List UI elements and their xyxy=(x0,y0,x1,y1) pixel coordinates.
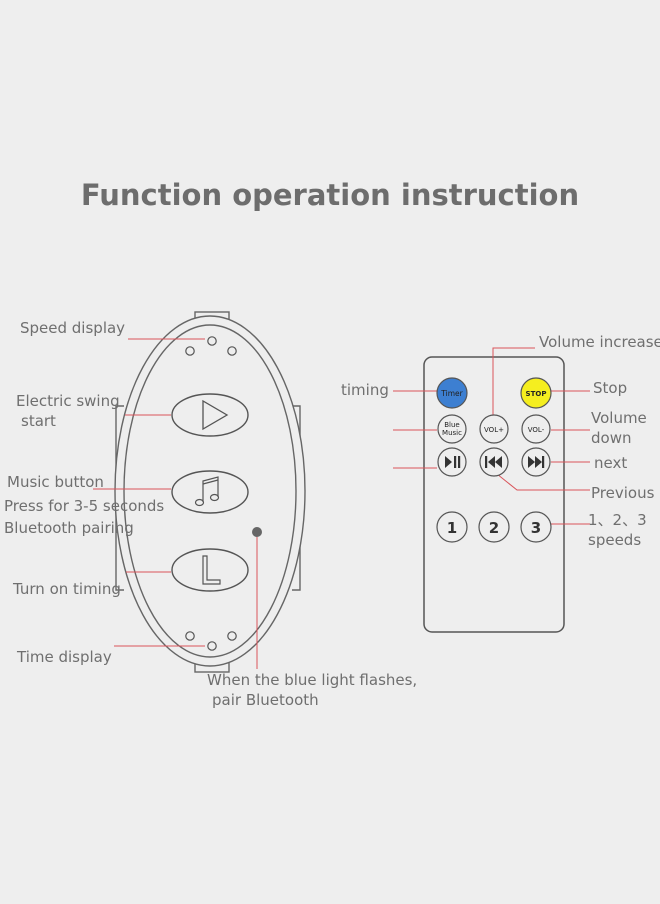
time-display-dots xyxy=(185,631,237,651)
play-pause-button[interactable] xyxy=(437,447,467,477)
volume-down-label: down xyxy=(591,429,632,447)
previous-label: Previous xyxy=(591,484,655,502)
stop-label: Stop xyxy=(593,379,628,397)
speed-3-button[interactable]: 3 xyxy=(520,511,552,543)
blue-light-label: When the blue light flashes, xyxy=(207,671,418,689)
music-label: Music xyxy=(442,429,462,437)
play-icon xyxy=(202,399,229,431)
electric-swing-start-label: start xyxy=(21,412,56,430)
next-button[interactable] xyxy=(521,447,551,477)
electric-swing-label: Electric swing xyxy=(16,392,120,410)
timer-button-label: Timer xyxy=(440,389,463,398)
timing-button[interactable] xyxy=(171,548,249,592)
vol-minus-label: VOL- xyxy=(528,426,545,434)
next-track-icon xyxy=(528,456,545,468)
volume-up-button[interactable]: VOL+ xyxy=(479,414,509,444)
blue-music-button[interactable]: Blue Music xyxy=(437,414,467,444)
stop-button[interactable]: STOP xyxy=(520,377,552,409)
previous-button[interactable] xyxy=(479,447,509,477)
speed-2-label: 2 xyxy=(489,519,499,537)
blue-label: Blue xyxy=(444,421,460,429)
play-button[interactable] xyxy=(171,393,249,437)
timer-l-icon xyxy=(202,555,221,585)
speed-1-button[interactable]: 1 xyxy=(436,511,468,543)
speeds-label: speeds xyxy=(588,531,642,549)
speed-3-label: 3 xyxy=(531,519,541,537)
press-seconds-label: Press for 3-5 seconds xyxy=(4,497,165,515)
volume-increase-label: Volume increase xyxy=(539,333,660,351)
next-label: next xyxy=(594,454,628,472)
previous-track-icon xyxy=(485,456,502,468)
music-note-icon xyxy=(194,476,220,507)
speed-1-label: 1 xyxy=(447,519,457,537)
speed-display-dots xyxy=(185,336,237,356)
time-display-label: Time display xyxy=(17,648,112,666)
vol-plus-label: VOL+ xyxy=(484,426,504,434)
play-pause-icon xyxy=(445,456,461,468)
volume-label: Volume xyxy=(591,409,647,427)
timer-button[interactable]: Timer xyxy=(436,377,468,409)
remote-leader-lines xyxy=(393,347,590,525)
volume-down-button[interactable]: VOL- xyxy=(521,414,551,444)
page-title: Function operation instruction xyxy=(80,178,580,212)
music-button[interactable] xyxy=(171,470,249,514)
controller-leader-lines xyxy=(93,338,258,669)
speed-display-label: Speed display xyxy=(20,319,126,337)
timing-label: timing xyxy=(341,381,389,399)
bluetooth-pairing-label: Bluetooth pairing xyxy=(4,519,134,537)
speed-2-button[interactable]: 2 xyxy=(478,511,510,543)
turn-on-timing-label: Turn on timing xyxy=(13,580,121,598)
stop-button-label: STOP xyxy=(526,390,547,398)
speeds-numbers-label: 1、2、3 xyxy=(588,511,647,529)
music-button-label: Music button xyxy=(7,473,104,491)
bluetooth-indicator-light xyxy=(252,527,262,537)
pair-bluetooth-label: pair Bluetooth xyxy=(212,691,319,709)
